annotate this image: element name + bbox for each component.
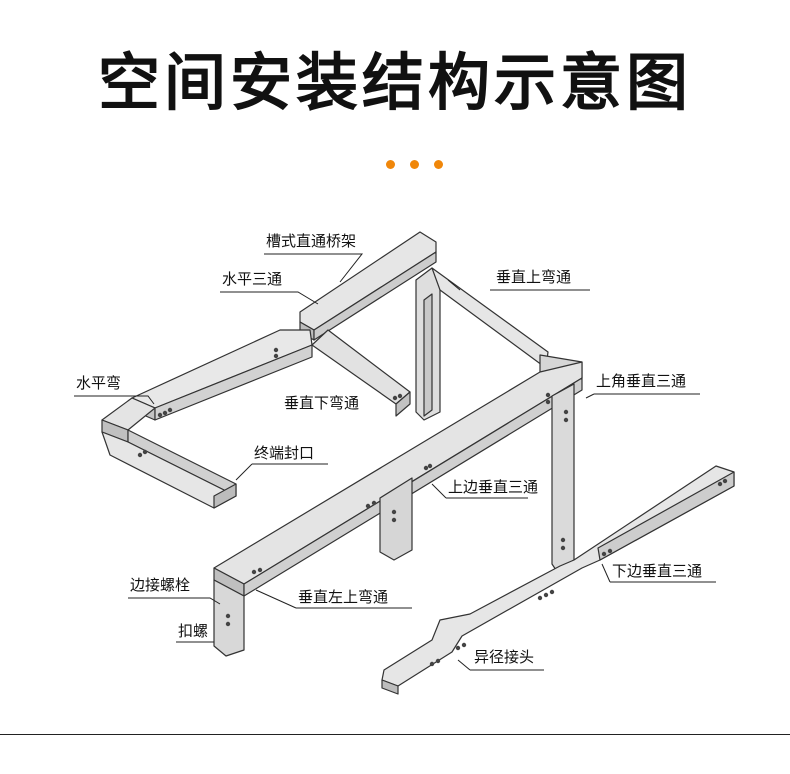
label-up-side-vertical-tee: 上边垂直三通 <box>448 478 539 496</box>
label-down-side-vertical-tee: 下边垂直三通 <box>612 562 703 580</box>
decorative-dots <box>386 160 446 170</box>
label-horizontal-elbow: 水平弯 <box>76 374 122 392</box>
label-vertical-down-elbow: 垂直下弯通 <box>284 394 360 412</box>
label-reducer-joint: 异径接头 <box>474 648 535 666</box>
label-clip-nut: 扣螺 <box>178 622 209 640</box>
straight-tray-upper <box>101 231 437 509</box>
bottom-divider <box>0 734 790 735</box>
dot-icon <box>434 160 443 169</box>
straight-tray-main <box>213 361 583 657</box>
label-end-cap: 终端封口 <box>254 444 315 462</box>
label-up-angle-vertical-tee: 上角垂直三通 <box>596 372 687 390</box>
leader-lines <box>74 253 716 671</box>
label-vertical-up-elbow: 垂直上弯通 <box>496 268 572 286</box>
page-title: 空间安装结构示意图 <box>97 46 692 119</box>
label-straight-tray: 槽式直通桥架 <box>266 232 357 250</box>
dot-icon <box>386 160 395 169</box>
label-horizontal-tee: 水平三通 <box>222 270 283 288</box>
label-edge-bolt: 边接螺栓 <box>130 576 191 594</box>
lower-tray <box>381 465 735 695</box>
dot-icon <box>410 160 419 169</box>
label-vertical-left-up-elbow: 垂直左上弯通 <box>298 588 389 606</box>
bolt-holes <box>137 347 728 667</box>
